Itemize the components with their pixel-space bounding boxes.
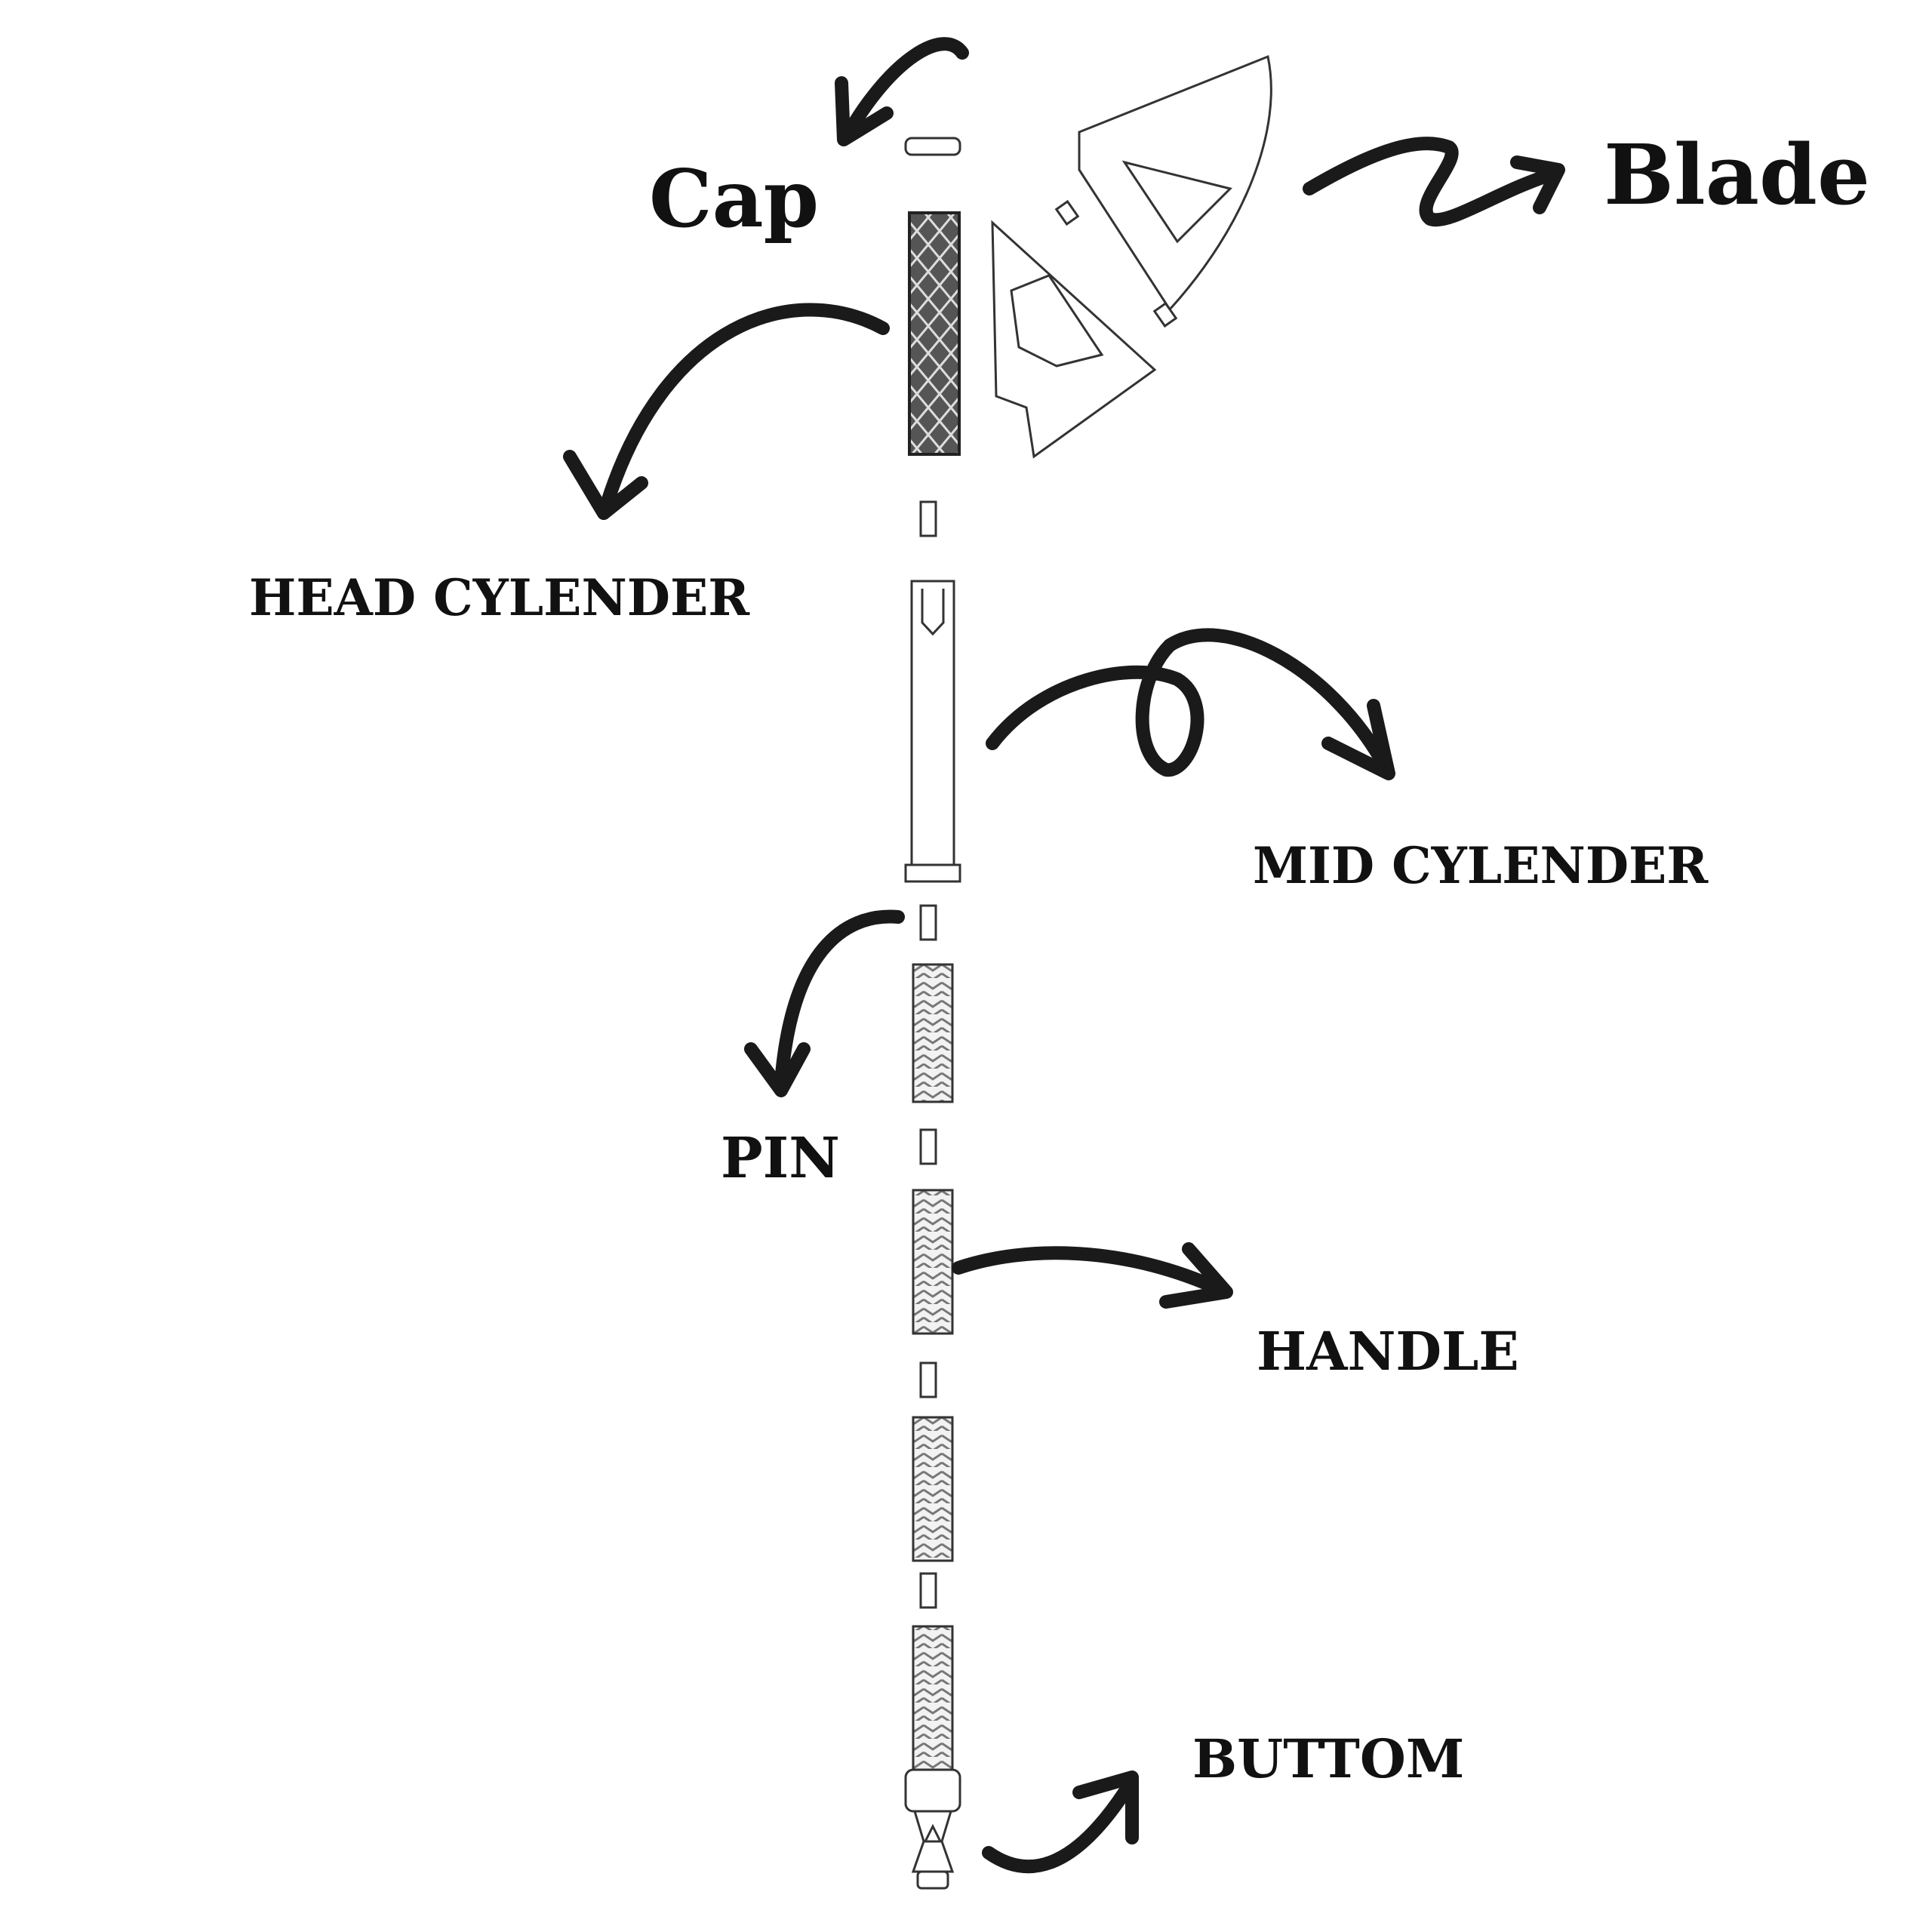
head-cylinder-part <box>908 211 961 456</box>
cap-part <box>904 137 961 156</box>
curved-arrow-icon <box>563 303 890 520</box>
curved-arrow-icon <box>744 909 905 1097</box>
pin-part <box>919 500 937 537</box>
curved-arrow-icon <box>982 1770 1139 1874</box>
pin-part <box>919 904 937 941</box>
pin-part <box>919 1572 937 1609</box>
head-cylinder-label: HEAD CYLENDER <box>249 568 750 627</box>
curved-arrow-icon <box>952 1242 1233 1309</box>
mid-cylinder-part <box>904 580 961 883</box>
bottom-label: BUTTOM <box>1192 1727 1464 1790</box>
loop-arrow-icon <box>986 628 1395 780</box>
handle-part <box>912 1625 954 1771</box>
labels: Cap Blade HEAD CYLENDER MID CYLENDER PIN… <box>249 126 1870 1790</box>
mid-cylinder-label: MID CYLENDER <box>1253 836 1709 895</box>
axe-parts <box>904 54 1272 1890</box>
cap-label: Cap <box>649 152 819 245</box>
blade-part <box>991 54 1272 459</box>
curved-arrow-icon <box>835 37 969 146</box>
handle-part <box>912 963 954 1103</box>
pin-part <box>919 1128 937 1165</box>
handle-part <box>912 1416 954 1562</box>
blade-label: Blade <box>1604 126 1870 223</box>
handle-label: HANDLE <box>1257 1320 1519 1383</box>
handle-part <box>912 1189 954 1335</box>
arrows <box>563 37 1565 1874</box>
bottom-part <box>904 1768 961 1890</box>
zigzag-arrow-icon <box>1303 137 1565 227</box>
pin-part <box>919 1361 937 1398</box>
pin-label: PIN <box>721 1126 840 1191</box>
